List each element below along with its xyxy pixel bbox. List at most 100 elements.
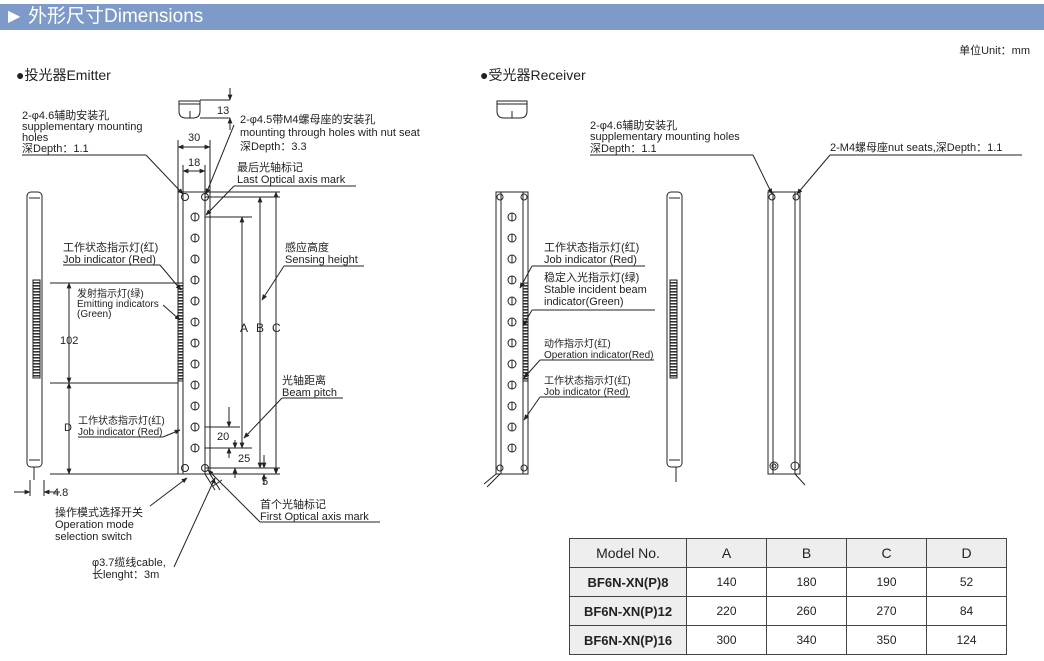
receiver-supp-en: supplementary mounting holes	[590, 131, 740, 143]
play-arrow-icon: ▶	[8, 8, 21, 25]
dim-20: 20	[217, 431, 229, 443]
emitter-title: ●投光器Emitter	[16, 67, 111, 83]
receiver-job-en: Job indicator (Red)	[544, 254, 637, 266]
value-cell: 140	[686, 567, 767, 597]
header-model: Model No.	[569, 538, 687, 568]
receiver-stable-en2: indicator(Green)	[544, 296, 623, 308]
value-cell: 190	[846, 567, 927, 597]
emitter-op-cn: 操作模式选择开关	[55, 505, 143, 519]
emitter-last-axis-en: Last Optical axis mark	[237, 174, 346, 186]
model-cell: BF6N-XN(P)16	[569, 625, 687, 655]
emitter-mount-depth: 深Depth：3.3	[240, 140, 307, 153]
receiver-oper-cn: 动作指示灯(红)	[544, 337, 611, 350]
dim-30: 30	[188, 132, 200, 144]
dim-c: C	[272, 321, 281, 335]
emitter-supp-en2: holes	[22, 132, 49, 144]
value-cell: 124	[926, 625, 1007, 655]
receiver-labels: ●受光器Receiver 2-φ4.6辅助安装孔 supplementary m…	[480, 67, 1002, 398]
dim-a: A	[240, 321, 248, 335]
table-header-row: Model No. A B C D	[569, 538, 1007, 568]
emitter-job-en: Job indicator (Red)	[63, 254, 156, 266]
dim-18: 18	[188, 157, 200, 169]
value-cell: 350	[846, 625, 927, 655]
value-cell: 84	[926, 596, 1007, 626]
model-cell: BF6N-XN(P)12	[569, 596, 687, 626]
emitter-labels: ●投光器Emitter 2-φ4.6辅助安装孔 supplementary mo…	[16, 67, 420, 581]
emitter-dimension-lines	[50, 88, 280, 485]
header-a: A	[686, 538, 767, 568]
value-cell: 270	[846, 596, 927, 626]
table-row: BF6N-XN(P)12 220 260 270 84	[569, 596, 1007, 626]
receiver-oper-en: Operation indicator(Red)	[544, 350, 654, 361]
table-row: BF6N-XN(P)8 140 180 190 52	[569, 567, 1007, 597]
section-title: 外形尺寸Dimensions	[28, 6, 204, 27]
emitter-supp-depth: 深Depth：1.1	[22, 142, 89, 155]
emitter-supp-cn: 2-φ4.6辅助安装孔	[22, 108, 109, 122]
emitter-front-body	[177, 191, 223, 491]
model-dimensions-table: Model No. A B C D BF6N-XN(P)8 140 180 19…	[569, 538, 1007, 655]
emitter-drawing	[14, 88, 380, 568]
emitter-side-view	[14, 191, 60, 496]
emitter-last-axis-cn: 最后光轴标记	[237, 160, 303, 174]
emitter-top-cap	[178, 100, 201, 119]
receiver-nut-seat: 2-M4螺母座nut seats,深Depth：1.1	[830, 140, 1002, 154]
header-c: C	[846, 538, 927, 568]
emitter-op-en1: Operation mode	[55, 519, 134, 531]
receiver-job2-en: Job indicator (Red)	[544, 387, 628, 398]
dim-13: 13	[217, 105, 229, 117]
emitter-job-cn: 工作状态指示灯(红)	[63, 240, 158, 254]
table-row: BF6N-XN(P)16 300 340 350 124	[569, 625, 1007, 655]
emitter-sense-en: Sensing height	[285, 254, 358, 266]
receiver-job-cn: 工作状态指示灯(红)	[544, 240, 639, 254]
dim-25: 25	[238, 453, 250, 465]
receiver-supp-depth: 深Depth：1.1	[590, 142, 657, 155]
emitter-supp-en1: supplementary mounting	[22, 121, 142, 133]
emitter-pitch-cn: 光轴距离	[282, 373, 326, 387]
emitter-op-en2: selection switch	[55, 531, 132, 543]
dim-5: 5	[262, 476, 268, 488]
header-b: B	[766, 538, 847, 568]
emitter-mount-en: mounting through holes with nut seat	[240, 127, 420, 139]
receiver-drawing	[483, 100, 1022, 488]
receiver-job2-cn: 工作状态指示灯(红)	[544, 374, 631, 387]
emitter-sense-cn: 感应高度	[285, 240, 329, 254]
receiver-stable-en1: Stable incident beam	[544, 284, 647, 296]
emitter-cable-1: φ3.7缆线cable,	[92, 555, 166, 569]
value-cell: 220	[686, 596, 767, 626]
unit-label: 单位Unit：mm	[959, 45, 1030, 57]
emitter-first-axis-en: First Optical axis mark	[260, 511, 369, 523]
emitter-job2-cn: 工作状态指示灯(红)	[78, 414, 165, 427]
receiver-leader-lines	[519, 154, 1022, 421]
dim-4-8: 4.8	[53, 487, 68, 499]
dim-b: B	[256, 321, 264, 335]
emitter-emit-en2: (Green)	[77, 309, 111, 320]
receiver-supp-cn: 2-φ4.6辅助安装孔	[590, 118, 677, 132]
header-d: D	[926, 538, 1007, 568]
emitter-beam-holes	[190, 212, 200, 453]
value-cell: 260	[766, 596, 847, 626]
emitter-emit-cn: 发射指示灯(绿)	[77, 287, 144, 300]
value-cell: 52	[926, 567, 1007, 597]
dim-d: D	[64, 422, 72, 434]
dim-102: 102	[60, 335, 78, 347]
emitter-first-axis-cn: 首个光轴标记	[260, 497, 326, 511]
value-cell: 300	[686, 625, 767, 655]
receiver-beam-holes	[507, 212, 517, 453]
emitter-job2-en: Job indicator (Red)	[78, 427, 162, 438]
emitter-emit-en: Emitting indicators	[77, 299, 159, 310]
receiver-top-cap	[496, 100, 528, 119]
value-cell: 340	[766, 625, 847, 655]
emitter-pitch-en: Beam pitch	[282, 387, 337, 399]
receiver-front-body	[483, 191, 529, 488]
model-cell: BF6N-XN(P)8	[569, 567, 687, 597]
emitter-mount-cn: 2-φ4.5带M4螺母座的安装孔	[240, 112, 376, 126]
section-header: ▶ 外形尺寸Dimensions	[0, 4, 1044, 30]
receiver-stable-cn: 稳定入光指示灯(绿)	[544, 270, 639, 284]
emitter-cable-2: 长lenght：3m	[92, 568, 159, 581]
receiver-side-view	[666, 191, 683, 482]
value-cell: 180	[766, 567, 847, 597]
receiver-title: ●受光器Receiver	[480, 67, 586, 83]
emitter-leader-lines	[22, 124, 380, 568]
receiver-back-body	[767, 191, 806, 486]
